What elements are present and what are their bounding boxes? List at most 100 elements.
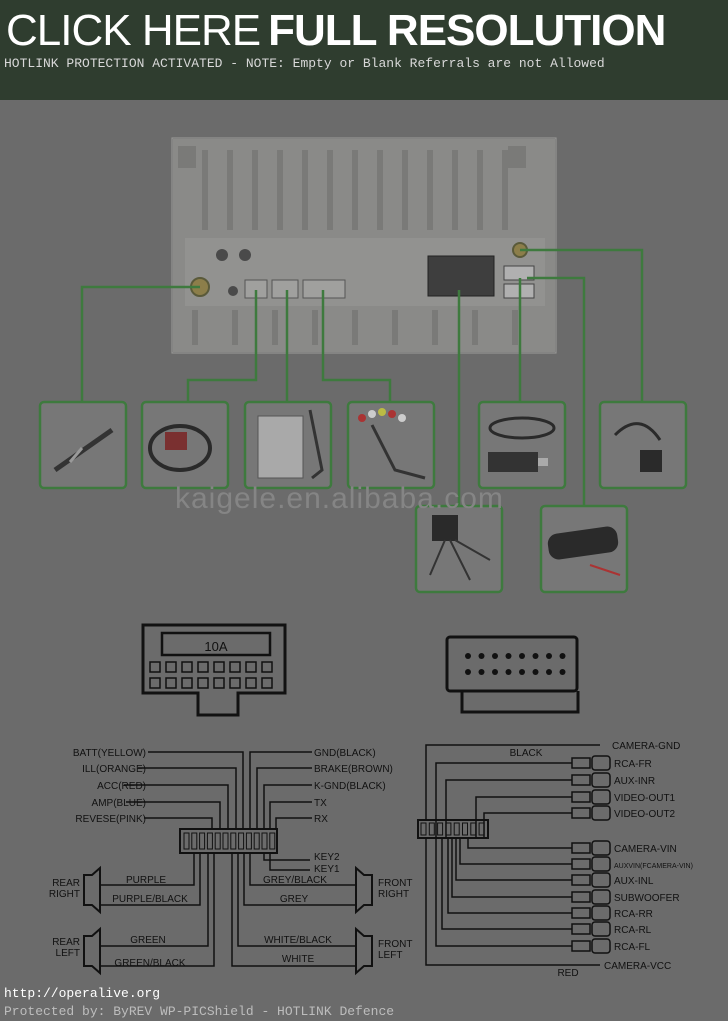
harness-pin — [453, 822, 460, 836]
watermark: kaigele.en.alibaba.com — [175, 482, 504, 515]
rca-wire — [455, 838, 572, 881]
rca-wire — [447, 838, 572, 914]
connector-pin — [213, 661, 225, 673]
connector-pin — [559, 669, 566, 675]
connector-pin — [532, 653, 539, 659]
banner-notice: HOTLINK PROTECTION ACTIVATED - NOTE: Emp… — [4, 56, 605, 71]
accessory-canbus-cable — [140, 400, 230, 490]
rca-plug — [571, 791, 591, 803]
connector-pin — [197, 677, 209, 689]
rca-plug — [571, 774, 591, 786]
rca-wire — [459, 838, 572, 865]
harness-pin — [191, 832, 198, 850]
harness-pin — [222, 832, 229, 850]
speaker-wire-label: PURPLE — [126, 875, 166, 886]
connector-pin — [546, 669, 552, 675]
wire-label-left: AMP(BLUE) — [92, 798, 146, 809]
speaker-wire-label: GREEN/BLACK — [114, 958, 185, 969]
rca-plug — [571, 858, 591, 870]
banner-title-left[interactable]: CLICK HERE — [6, 6, 261, 55]
wire-label-left: ACC(RED) — [97, 781, 146, 792]
rca-jack — [591, 755, 611, 771]
camera-vcc-label: CAMERA-VCC — [604, 961, 671, 972]
wire-label-right: KEY1 — [314, 864, 340, 875]
speaker-wire-label: WHITE — [282, 954, 315, 965]
rca-label: SUBWOOFER — [614, 893, 680, 904]
wire-color-label: BLACK — [510, 748, 543, 759]
harness-pin — [230, 832, 237, 850]
rca-wire — [451, 838, 572, 898]
leader-lines — [80, 248, 644, 506]
connector-pin — [149, 677, 161, 689]
rca-jack — [591, 772, 611, 788]
rca-plug — [571, 757, 591, 769]
rca-jack — [591, 921, 611, 937]
connector-pin — [505, 653, 512, 659]
accessory-boxes — [38, 400, 688, 594]
speaker-label: FRONT — [378, 878, 412, 889]
connector-pin — [505, 669, 512, 675]
rca-label: RCA-RL — [614, 925, 652, 936]
connector-pin — [478, 653, 485, 659]
harness-pin — [420, 822, 427, 836]
rca-wire — [445, 779, 572, 838]
connector-pin — [478, 669, 485, 675]
connector-pin — [181, 677, 193, 689]
wire-label-right: BRAKE(BROWN) — [314, 764, 393, 775]
connector-pin — [229, 677, 241, 689]
connector-pin — [465, 669, 471, 675]
rca-wire — [435, 762, 572, 838]
wire-label-right: GND(BLACK) — [314, 748, 376, 759]
harness-pin — [253, 832, 260, 850]
speaker-label: LEFT — [378, 950, 402, 961]
speaker-wire-label: GREY/BLACK — [263, 875, 327, 886]
connector-16pin-male: 10A — [141, 623, 287, 717]
rca-wire — [467, 838, 572, 849]
rca-plug — [571, 874, 591, 886]
harness-right — [417, 744, 611, 966]
wire-labels: BATT(YELLOW)ILL(ORANGE)ACC(RED)AMP(BLUE)… — [49, 741, 693, 979]
connector-pin — [213, 677, 225, 689]
wire-label-right: K-GND(BLACK) — [314, 781, 386, 792]
speaker-label: REAR — [52, 937, 80, 948]
rca-wire — [483, 812, 572, 838]
connector-pin — [519, 653, 525, 659]
accessory-rca-cable — [346, 400, 436, 490]
rca-jack — [591, 872, 611, 888]
rca-jack — [591, 805, 611, 821]
speaker-label: RIGHT — [378, 889, 409, 900]
harness-pin — [206, 832, 213, 850]
footer-url-link[interactable]: http://operalive.org — [4, 986, 161, 1001]
rca-jack — [591, 840, 611, 856]
speaker-wire-label: GREY — [280, 894, 309, 905]
connector-label: 10A — [204, 639, 227, 654]
rca-label: RCA-RR — [614, 909, 653, 920]
connector-pin — [229, 661, 241, 673]
rca-label: RCA-FR — [614, 759, 652, 770]
harness-pin — [261, 832, 268, 850]
harness-pin — [269, 832, 276, 850]
connector-pin — [165, 677, 177, 689]
footer-protection-text: Protected by: ByREV WP-PICShield - HOTLI… — [4, 1004, 395, 1019]
connector-pins — [465, 653, 566, 675]
banner-title-right[interactable]: FULL RESOLUTION — [268, 6, 666, 55]
rca-wire — [475, 796, 572, 838]
rca-label: AUX-INL — [614, 876, 654, 887]
accessory-radio-antenna-adapter — [38, 400, 128, 490]
connector-pin — [519, 669, 525, 675]
wire-color-label: RED — [557, 968, 578, 979]
harness-pin — [245, 832, 252, 850]
rca-plug — [571, 923, 591, 935]
rca-jack — [591, 938, 611, 954]
connector-pin — [492, 653, 498, 659]
wire-label-right: RX — [314, 814, 328, 825]
head-unit-rear-panel — [171, 137, 557, 354]
connector-pin — [181, 661, 193, 673]
accessory-usb-cable — [477, 400, 567, 490]
connector-pin — [245, 661, 257, 673]
speaker-label: REAR — [52, 878, 80, 889]
connector-16pin-female — [445, 635, 580, 714]
rca-label: CAMERA-VIN — [614, 844, 677, 855]
